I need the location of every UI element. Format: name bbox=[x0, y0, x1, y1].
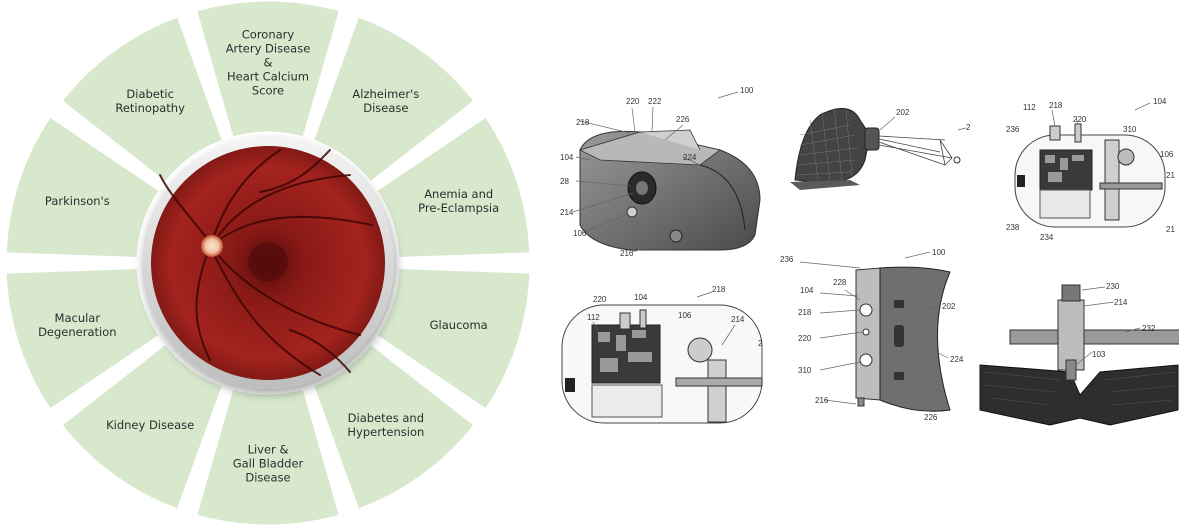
segment-label-kidney: Kidney Disease bbox=[106, 418, 194, 432]
label-224: 224 bbox=[683, 153, 697, 162]
segment-label-line: Gall Bladder bbox=[233, 457, 304, 471]
label-226: 226 bbox=[676, 115, 690, 124]
label-202: 202 bbox=[942, 302, 956, 311]
retina-image bbox=[142, 137, 394, 389]
segment-macular bbox=[3, 266, 162, 412]
segment-retinopathy bbox=[59, 14, 226, 185]
label-21b: 21 bbox=[1166, 225, 1175, 234]
label-222: 222 bbox=[648, 97, 662, 106]
label-230: 230 bbox=[1106, 282, 1120, 291]
segment-label-line: Artery Disease bbox=[226, 42, 311, 56]
label-232: 232 bbox=[1142, 324, 1156, 333]
internal-top-view-drawing: 104 112 218 220 310 236 106 238 234 21 2… bbox=[1006, 97, 1175, 242]
segment-label-line: Diabetes and bbox=[348, 411, 424, 425]
label-218: 220 bbox=[593, 295, 607, 304]
label-103: 103 bbox=[1092, 350, 1106, 359]
label-310: 310 bbox=[798, 366, 812, 375]
head-optics-drawing: 202 2 bbox=[790, 107, 971, 190]
segment-label-line: Alzheimer's bbox=[352, 87, 419, 101]
label-104: 218 bbox=[712, 285, 726, 294]
label-218: 218 bbox=[798, 308, 812, 317]
segment-label-line: Degeneration bbox=[38, 325, 116, 339]
segment-label-line: Hypertension bbox=[347, 425, 424, 439]
label-104: 104 bbox=[1153, 97, 1167, 106]
segment-label-line: Heart Calcium bbox=[227, 70, 309, 84]
segment-kidney bbox=[59, 341, 226, 512]
segment-label-line: Anemia and bbox=[424, 187, 493, 201]
label-236: 236 bbox=[780, 255, 794, 264]
label-216: 216 bbox=[620, 249, 634, 258]
label-238: 238 bbox=[1006, 223, 1020, 232]
label-220: 220 bbox=[798, 334, 812, 343]
segment-label-line: Pre-Eclampsia bbox=[418, 201, 499, 215]
label-228: 228 bbox=[833, 278, 847, 287]
segment-label-line: & bbox=[264, 56, 273, 70]
segment-label-line: Score bbox=[252, 84, 284, 98]
label-220: 220 bbox=[626, 97, 640, 106]
label-2: 2 bbox=[758, 339, 763, 348]
label-236: 236 bbox=[1006, 125, 1020, 134]
segment-parkinsons bbox=[3, 114, 162, 260]
label-28: 28 bbox=[560, 177, 569, 186]
segment-label-line: Disease bbox=[245, 471, 290, 485]
label-2: 2 bbox=[966, 123, 971, 132]
label-202: 202 bbox=[896, 108, 910, 117]
label-100: 100 bbox=[932, 248, 946, 257]
segment-liver bbox=[194, 386, 342, 527]
label-21a: 21 bbox=[1166, 171, 1175, 180]
segment-label-line: Disease bbox=[363, 101, 408, 115]
label-214: 214 bbox=[731, 315, 745, 324]
segment-alzheimers bbox=[310, 14, 477, 185]
segment-label-parkinsons: Parkinson's bbox=[45, 194, 110, 208]
segment-label-line: Liver & bbox=[248, 443, 289, 457]
internal-front-view-drawing: 218 220 104 112 106 214 2 bbox=[561, 285, 763, 424]
headset-side-view-drawing: 100 236 228 104 218 202 220 224 310 216 … bbox=[780, 248, 964, 422]
segment-label-line: Diabetic bbox=[126, 87, 174, 101]
label-218: 218 bbox=[1049, 101, 1063, 110]
label-104: 104 bbox=[560, 153, 574, 162]
label-218: 218 bbox=[576, 118, 590, 127]
segment-label-glaucoma: Glaucoma bbox=[430, 318, 488, 332]
label-214: 214 bbox=[1114, 298, 1128, 307]
label-104: 104 bbox=[800, 286, 814, 295]
segment-glaucoma bbox=[374, 266, 533, 412]
label-106: 106 bbox=[1160, 150, 1174, 159]
segment-label-line: Glaucoma bbox=[430, 318, 488, 332]
label-216: 216 bbox=[815, 396, 829, 405]
segment-label-line: Macular bbox=[55, 311, 101, 325]
segment-label-line: Kidney Disease bbox=[106, 418, 194, 432]
label-106: 106 bbox=[678, 311, 692, 320]
headset-front-view-drawing: 230 214 232 103 bbox=[979, 282, 1179, 426]
label-112: 112 bbox=[587, 313, 600, 322]
label-100: 100 bbox=[740, 86, 754, 95]
optic-disc bbox=[201, 235, 223, 257]
segment-label-line: Retinopathy bbox=[115, 101, 185, 115]
label-106: 106 bbox=[573, 229, 587, 238]
label-234: 234 bbox=[1040, 233, 1054, 242]
label-224: 224 bbox=[950, 355, 964, 364]
segment-coronary bbox=[194, 0, 342, 140]
label-112: 112 bbox=[1023, 103, 1036, 112]
label-220: 220 bbox=[1073, 115, 1087, 124]
segment-label-line: Parkinson's bbox=[45, 194, 110, 208]
segment-diabetes bbox=[310, 341, 477, 512]
retina-vessels bbox=[159, 149, 373, 376]
label-310: 310 bbox=[1123, 125, 1137, 134]
label-226: 226 bbox=[924, 413, 938, 422]
segment-anemia bbox=[374, 114, 533, 260]
label-214: 214 bbox=[560, 208, 574, 217]
headset-perspective-drawing: 100 220 222 226 218 224 104 28 214 106 2… bbox=[560, 86, 761, 258]
label-220: 104 bbox=[634, 293, 648, 302]
segment-label-line: Coronary bbox=[242, 28, 295, 42]
